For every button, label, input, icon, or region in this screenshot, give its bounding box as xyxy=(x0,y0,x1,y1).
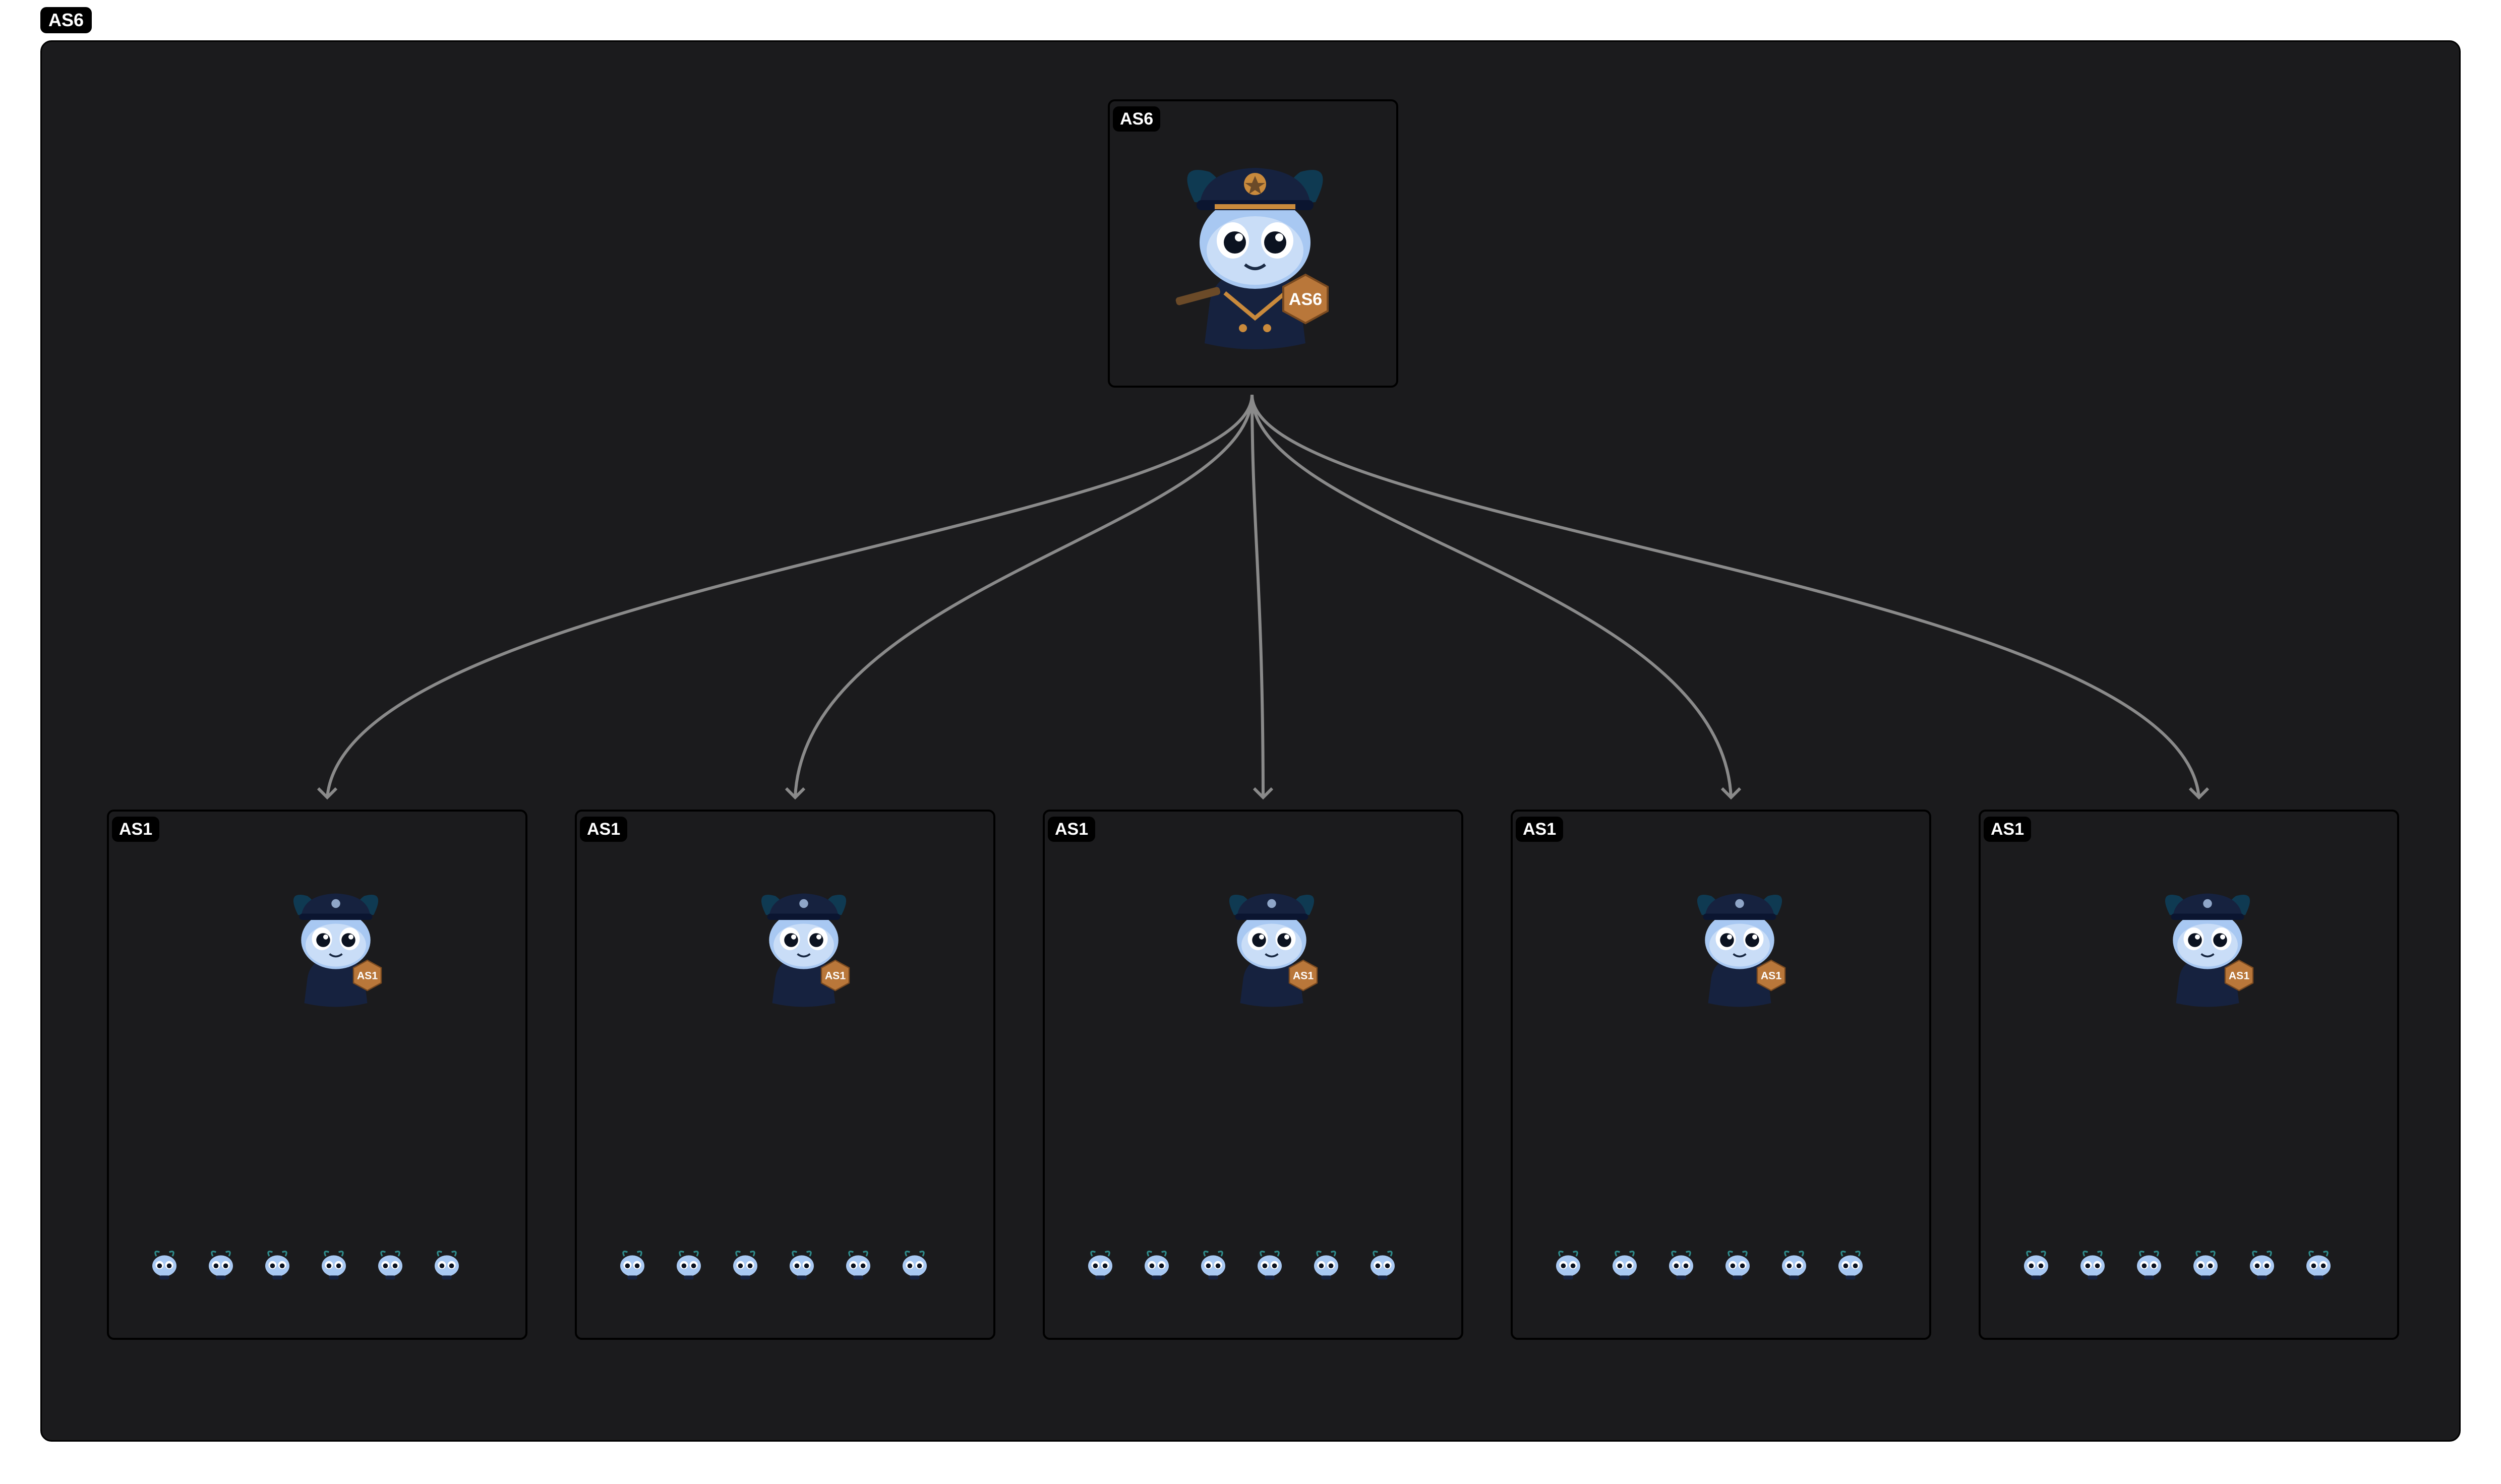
worker-bee-icon xyxy=(265,1251,289,1280)
worker-bee-icon xyxy=(378,1251,402,1280)
officer-bee-avatar-icon: AS1 xyxy=(2165,893,2254,1007)
worker-bee-icon xyxy=(1782,1251,1806,1280)
root-to-child-arrowhead xyxy=(2188,787,2210,800)
svg-text:AS1: AS1 xyxy=(825,970,846,982)
root-to-child-arrowhead xyxy=(1253,787,1274,800)
root-to-child-arrowhead xyxy=(317,787,338,800)
worker-bee-icon xyxy=(1725,1251,1750,1280)
worker-bee-icon xyxy=(2024,1251,2048,1280)
worker-bee-icon xyxy=(435,1251,459,1280)
child-node-label: AS1 xyxy=(580,817,628,842)
worker-bee-icon xyxy=(1556,1251,1580,1280)
worker-bee-icon xyxy=(620,1251,644,1280)
worker-bee-icon xyxy=(846,1251,870,1280)
worker-bee-icon xyxy=(677,1251,701,1280)
worker-bee-icon xyxy=(733,1251,757,1280)
root-to-child-arrowhead xyxy=(785,787,806,800)
worker-bee-icon xyxy=(2080,1251,2105,1280)
officer-bee-avatar-icon: AS1 xyxy=(1229,893,1318,1007)
root-to-child-arrowhead xyxy=(1720,787,1742,800)
worker-bee-icon xyxy=(2193,1251,2218,1280)
outer-group-label: AS6 xyxy=(40,7,92,33)
svg-text:AS1: AS1 xyxy=(1761,970,1782,982)
worker-bee-icon xyxy=(152,1251,176,1280)
worker-bee-icon xyxy=(1371,1251,1395,1280)
root-node-as6[interactable]: AS6 AS6 xyxy=(1108,99,1398,388)
root-to-child-edge xyxy=(794,394,1254,798)
officer-bee-avatar-icon: AS1 xyxy=(761,893,850,1007)
child-node-label: AS1 xyxy=(1984,817,2032,842)
worker-bee-icon xyxy=(209,1251,233,1280)
worker-bee-icon xyxy=(1314,1251,1338,1280)
child-node-label: AS1 xyxy=(112,817,160,842)
worker-bee-icon xyxy=(2306,1251,2331,1280)
worker-bee-icon xyxy=(1669,1251,1693,1280)
child-node-label: AS1 xyxy=(1516,817,1564,842)
worker-bee-icon xyxy=(903,1251,927,1280)
worker-bee-icon xyxy=(1088,1251,1112,1280)
worker-bee-icon xyxy=(1201,1251,1225,1280)
root-to-child-edge xyxy=(1250,394,1733,798)
worker-bee-icon xyxy=(790,1251,814,1280)
worker-bee-icon xyxy=(1145,1251,1169,1280)
worker-bee-icon xyxy=(1838,1251,1863,1280)
worker-bee-icon xyxy=(322,1251,346,1280)
officer-bee-avatar-icon: AS1 xyxy=(1697,893,1786,1007)
root-to-child-edge xyxy=(1250,394,1265,798)
svg-text:AS1: AS1 xyxy=(1293,970,1314,982)
root-node-label: AS6 xyxy=(1113,106,1161,132)
child-node-label: AS1 xyxy=(1048,817,1096,842)
svg-text:AS6: AS6 xyxy=(1289,290,1322,309)
root-to-child-edge xyxy=(1250,394,2200,798)
worker-bee-icon xyxy=(1258,1251,1282,1280)
worker-bee-icon xyxy=(1613,1251,1637,1280)
svg-text:AS1: AS1 xyxy=(2229,970,2250,982)
officer-bee-avatar-icon: AS1 xyxy=(293,893,382,1007)
worker-bee-icon xyxy=(2137,1251,2161,1280)
worker-bee-icon xyxy=(2250,1251,2274,1280)
commander-bee-avatar-icon: AS6 xyxy=(1175,168,1329,349)
root-to-child-edge xyxy=(326,394,1254,798)
svg-text:AS1: AS1 xyxy=(357,970,378,982)
